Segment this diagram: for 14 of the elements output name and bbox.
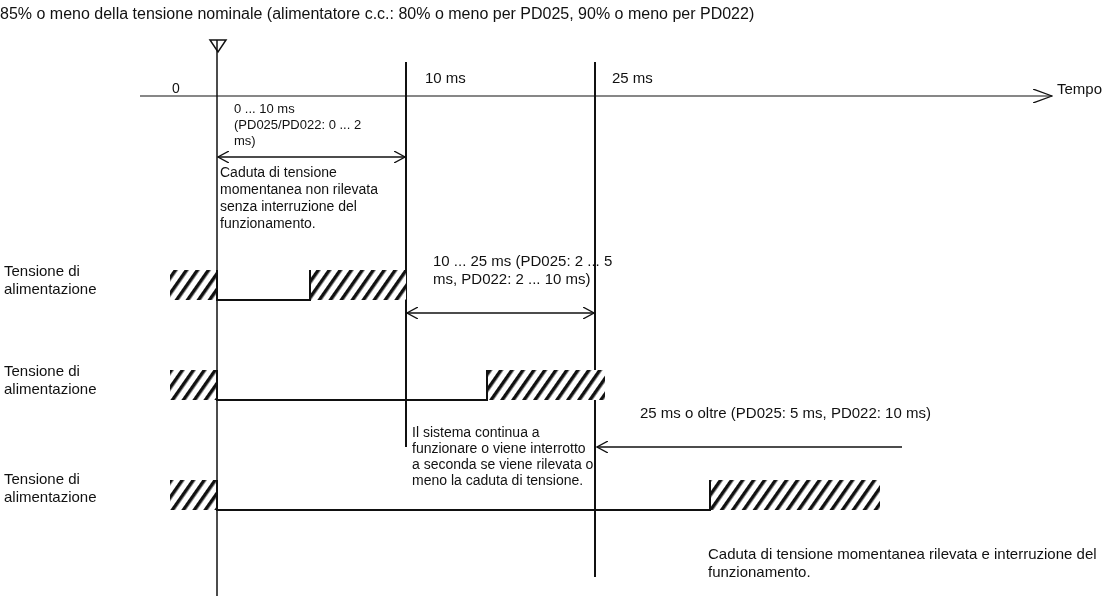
duration-note: 25 ms o oltre (PD025: 5 ms, PD022: 10 ms) <box>640 404 932 422</box>
duration-note: 10 ... 25 ms (PD025: 2 ... 5 ms, PD022: 2 ... 10 ms) <box>433 252 614 288</box>
signal-label: Tensione di alimentazione <box>4 262 98 298</box>
time-label: 25 ms <box>612 69 653 87</box>
duration-note: 0 ... 10 ms (PD025/PD022: 0 ... 2 ms) <box>234 101 363 149</box>
heading-note: 85% o meno della tensione nominale (alimentatore c.c.: 80% o meno per PD025, 90% o meno per PD022) <box>0 5 755 23</box>
axis-label: Tempo <box>1057 80 1103 98</box>
signal-label: Tensione di alimentazione <box>4 362 98 398</box>
description-note: Caduta di tensione momentanea rilevata e interruzione del funzionamento. <box>708 545 1098 581</box>
origin-label: 0 <box>172 79 180 97</box>
description-note: Il sistema continua a funzionare o viene interrotto a seconda se viene rilevata o meno la caduta di tensione. <box>412 424 594 488</box>
time-label: 10 ms <box>425 69 466 87</box>
signal-label: Tensione di alimentazione <box>4 470 98 506</box>
description-note: Caduta di tensione momentanea non rilevata senza interruzione del funzionamento. <box>220 164 379 232</box>
